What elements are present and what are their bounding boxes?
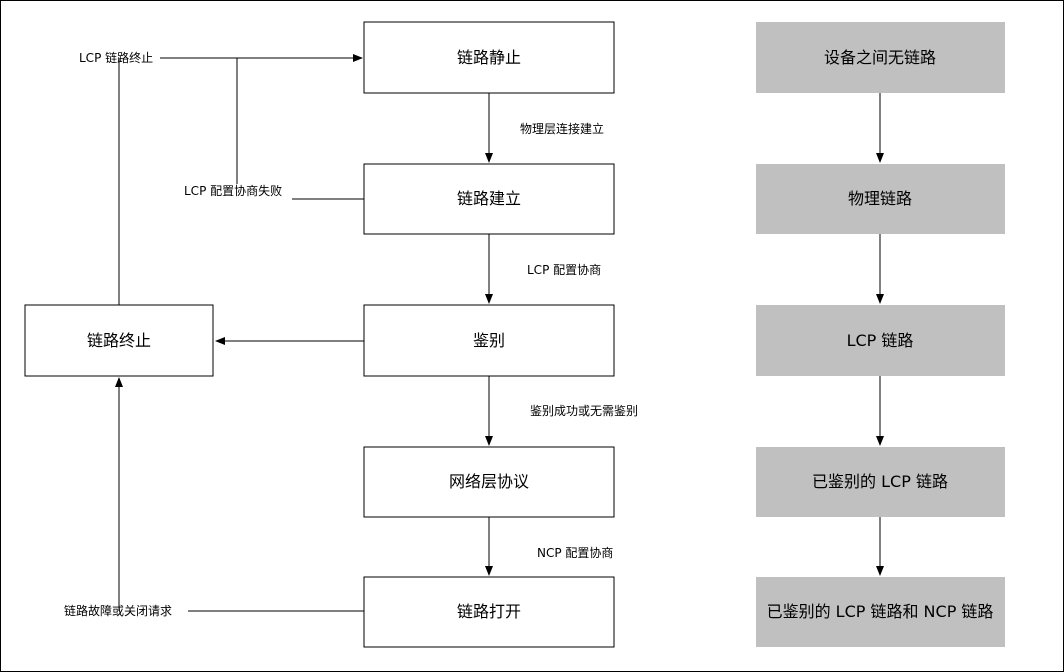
- state-box-network: 网络层协议: [363, 446, 615, 518]
- level-box-5: 已鉴别的 LCP 链路和 NCP 链路: [756, 577, 1005, 647]
- label-ncp-negotiation: NCP 配置协商: [537, 545, 613, 560]
- state-box-dead: 链路静止: [363, 21, 615, 94]
- level-1-label: 设备之间无链路: [824, 48, 936, 67]
- label-physical-up: 物理层连接建立: [520, 121, 604, 136]
- level-3-label: LCP 链路: [847, 331, 914, 350]
- label-lcp-negotiation: LCP 配置协商: [527, 262, 601, 277]
- state-authenticate-label: 鉴别: [473, 331, 505, 350]
- state-box-terminate: 链路终止: [24, 304, 214, 377]
- state-open-label: 链路打开: [457, 602, 521, 621]
- level-box-1: 设备之间无链路: [756, 22, 1005, 93]
- level-4-label: 已鉴别的 LCP 链路: [812, 472, 948, 491]
- state-establish-label: 链路建立: [457, 189, 521, 208]
- state-box-authenticate: 鉴别: [363, 304, 615, 377]
- state-connectors: [115, 54, 493, 612]
- label-lcp-terminate: LCP 链路终止: [79, 50, 153, 65]
- state-network-label: 网络层协议: [449, 472, 529, 491]
- state-dead-label: 链路静止: [457, 48, 521, 67]
- state-box-open: 链路打开: [363, 576, 615, 648]
- label-lcp-fail: LCP 配置协商失败: [184, 183, 282, 198]
- level-2-label: 物理链路: [848, 189, 912, 208]
- level-5-label: 已鉴别的 LCP 链路和 NCP 链路: [767, 602, 994, 621]
- state-terminate-label: 链路终止: [87, 331, 151, 350]
- label-failure-or-close: 链路故障或关闭请求: [64, 603, 172, 618]
- label-auth-ok: 鉴别成功或无需鉴别: [530, 404, 638, 418]
- level-box-3: LCP 链路: [756, 305, 1005, 376]
- level-box-4: 已鉴别的 LCP 链路: [756, 447, 1005, 517]
- state-box-establish: 链路建立: [363, 163, 615, 235]
- level-box-2: 物理链路: [756, 164, 1005, 234]
